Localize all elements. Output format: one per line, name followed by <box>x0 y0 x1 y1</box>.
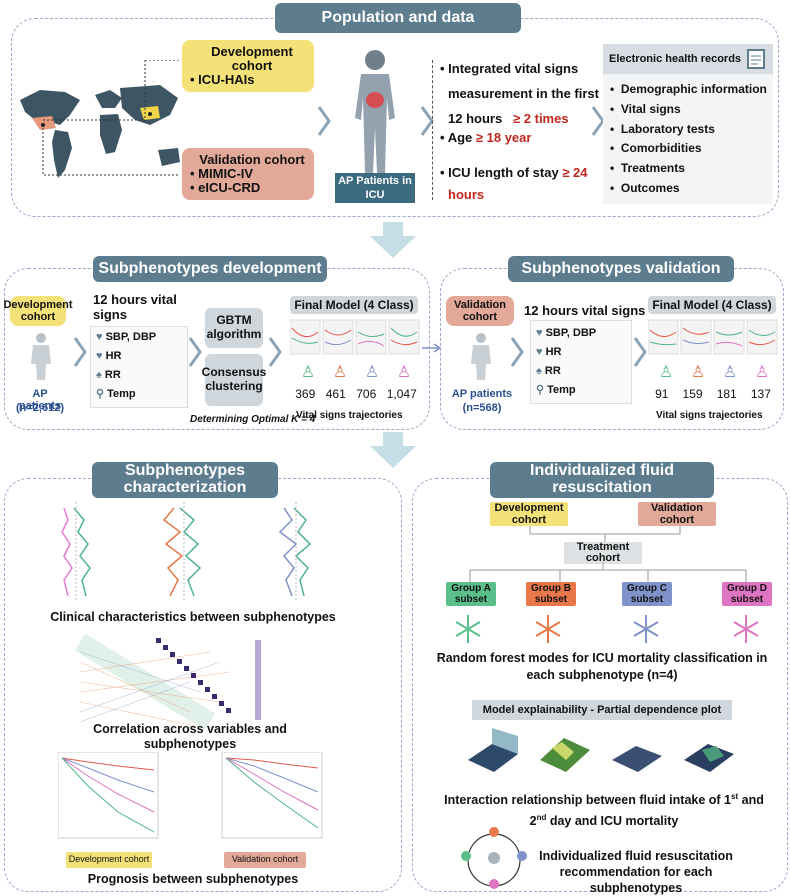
ehr-title-bar <box>603 44 773 74</box>
chevron-arrow-icon <box>317 106 331 136</box>
val-cohort-title: Validation cohort <box>199 151 305 167</box>
group-b-tag: Group B subset <box>526 582 576 606</box>
down-arrow-icon <box>370 432 416 468</box>
val-cohort-box: Validation cohort • MIMIC-IV • eICU-CRD <box>182 148 314 200</box>
dev-patients: AP patients <box>18 388 62 412</box>
criteria-3: • ICU length of stay ≥ 24 hours <box>440 165 588 202</box>
clinical-caption: Clinical characteristics between subphen… <box>50 610 336 624</box>
val-vitals-list: ♥ SBP, DBP ♥ HR ♠ RR ⚲ Temp <box>536 327 597 396</box>
prognosis-plots <box>58 752 323 839</box>
pdp-title: Model explainability - Partial dependenc… <box>472 700 732 720</box>
recommend-text: Individualized fluid resuscitation recom… <box>539 849 733 895</box>
group-c-tag: Group C subset <box>622 582 672 606</box>
dev-traj-label: Vital signs trajectories <box>296 410 403 421</box>
chevron-arrow-icon <box>188 337 202 367</box>
val-vitals-title: 12 hours vital signs <box>524 303 646 318</box>
clinical-plots <box>34 500 344 604</box>
treatment-cohort: Treatment cohort <box>564 542 642 564</box>
patient-figure-icon <box>31 333 51 380</box>
human-body-icon <box>355 50 395 173</box>
person-icon: ♙ <box>754 364 770 381</box>
chevron-arrow-icon <box>268 337 282 367</box>
gbtm-box: GBTM algorithm <box>205 308 263 348</box>
person-icon: ♙ <box>332 364 348 381</box>
patient-figure-icon <box>471 333 491 380</box>
dev-n: (n=2,612) <box>16 402 64 414</box>
criteria-2: • Age ≥ 18 year <box>440 130 532 145</box>
val-traj-label: Vital signs trajectories <box>656 410 763 421</box>
val-n: (n=568) <box>462 402 502 414</box>
person-icon: ♙ <box>690 364 706 381</box>
ap-patients-label: AP Patients in ICU <box>335 173 415 203</box>
pdp-plots <box>462 724 740 780</box>
group-a-tag: Group A subset <box>446 582 496 606</box>
correlation-caption: Correlation across variables and subphen… <box>93 722 287 751</box>
char-header: Subphenotypes characterization <box>92 462 278 498</box>
heartbeat-icon: ♥ <box>96 350 103 362</box>
dev-cohort-title: Development cohort <box>211 43 293 73</box>
thermometer-icon: ⚲ <box>96 388 105 400</box>
dev-cohort-box: Development cohort • ICU-HAIs <box>182 40 314 92</box>
thermometer-icon: ⚲ <box>536 384 545 396</box>
val-cohort-item-2: • eICU-CRD <box>190 180 261 196</box>
person-icon: ♙ <box>364 364 380 381</box>
person-icon: ♙ <box>396 364 412 381</box>
consensus-box: Consensus clustering <box>202 354 266 406</box>
map-connectors <box>42 60 180 176</box>
lungs-icon: ♠ <box>536 365 542 377</box>
group-d-tag: Group D subset <box>722 582 772 606</box>
criteria-bracket <box>432 60 441 200</box>
chevron-arrow-icon <box>633 337 647 367</box>
heartbeat-icon: ♥ <box>536 346 543 358</box>
val-patients: AP patients <box>451 388 513 400</box>
person-icon: ♙ <box>658 364 674 381</box>
val-person-icons: ♙ ♙ ♙ ♙ <box>650 362 778 382</box>
fluid-val-tag: Validation cohort <box>638 502 716 526</box>
prog-val-tag: Validation cohort <box>224 852 306 868</box>
criteria-1: • Integrated vital signs measurement in … <box>440 61 599 126</box>
chevron-arrow-icon <box>510 337 524 367</box>
down-arrow-icon <box>370 222 416 258</box>
optimal-k: Determining Optimal K = 4 <box>190 414 316 425</box>
fluid-dev-tag: Development cohort <box>490 502 568 526</box>
recommendation-circle-icon <box>461 827 527 889</box>
ehr-title: Electronic health records <box>609 53 742 65</box>
val-vitals-box <box>530 320 632 404</box>
group-tree-lines <box>469 562 747 582</box>
dev-model-title: Final Model (4 Class) <box>290 296 418 314</box>
val-model-title: Final Model (4 Class) <box>648 296 776 314</box>
val-header: Subphenotypes validation <box>508 256 734 282</box>
val-cohort-item-1: • MIMIC-IV <box>190 165 254 181</box>
correlation-plot <box>74 633 261 731</box>
dev-vitals-title: 12 hours vital signs <box>93 292 177 322</box>
chevron-arrow-icon <box>73 337 87 367</box>
random-forest-icons <box>455 615 759 643</box>
ehr-list: • Demographic information • Vital signs … <box>610 82 767 195</box>
dev-person-icons: ♙ ♙ ♙ ♙ <box>292 362 420 382</box>
dev-vitals-box <box>90 326 188 408</box>
dev-cohort-tag: Development cohort <box>3 296 73 326</box>
population-header: Population and data <box>275 3 521 33</box>
document-icon <box>747 49 765 69</box>
person-icon: ♙ <box>722 364 738 381</box>
val-cohort-tag: Validation cohort <box>446 296 514 326</box>
dev-trajectory-plots <box>290 319 420 355</box>
lungs-icon: ♠ <box>96 369 102 381</box>
person-icon: ♙ <box>300 364 316 381</box>
cohort-tree-lines <box>529 526 681 542</box>
rf-text: Random forest modes for ICU mortality cl… <box>436 651 768 682</box>
heart-rate-icon: ♥ <box>96 331 103 343</box>
dev-cohort-item: • ICU-HAIs <box>190 72 255 88</box>
interaction-text: Interaction relationship between fluid i… <box>444 792 764 829</box>
val-trajectory-plots <box>648 319 778 355</box>
prog-dev-tag: Development cohort <box>66 852 152 868</box>
fluid-header: Individualized fluid resuscitation <box>490 462 714 498</box>
prognosis-caption: Prognosis between subphenotypes <box>87 872 299 886</box>
heart-rate-icon: ♥ <box>536 327 543 339</box>
dev-header: Subphenotypes development <box>93 256 327 282</box>
dev-vitals-list: ♥ SBP, DBP ♥ HR ♠ RR ⚲ Temp <box>96 331 157 400</box>
